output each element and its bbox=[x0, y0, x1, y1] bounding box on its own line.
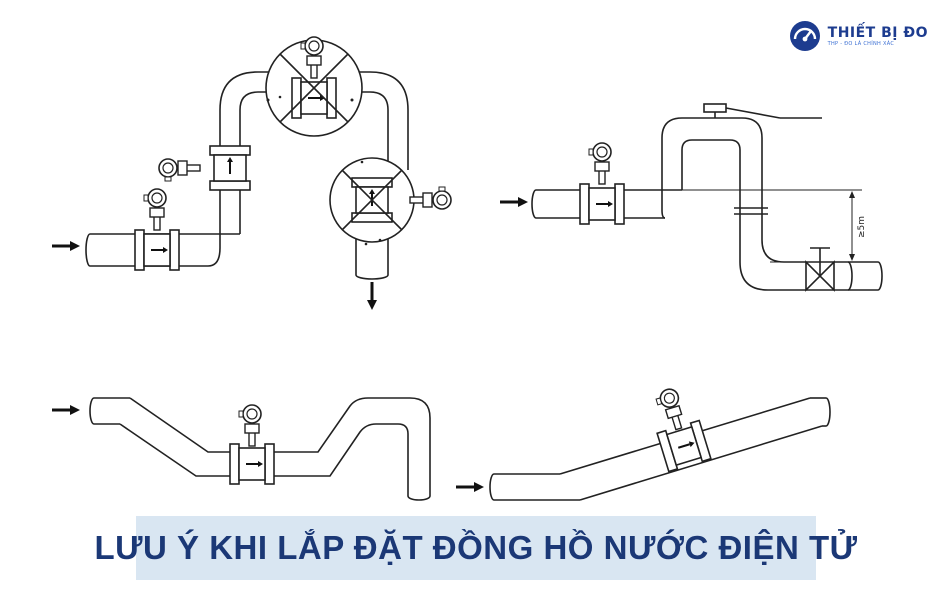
diagram-inclined-fills bbox=[454, 386, 712, 494]
brand-name: THIẾT BỊ ĐO bbox=[827, 24, 928, 41]
brand-tagline: THP - ĐO LÀ CHÍNH XÁC bbox=[827, 40, 895, 47]
brand-logo: THIẾT BỊ ĐO THP - ĐO LÀ CHÍNH XÁC bbox=[788, 14, 928, 58]
diagram-inclined-pipe bbox=[489, 397, 831, 501]
diagram-siphon-valve bbox=[531, 103, 883, 292]
title-banner: LƯU Ý KHI LẮP ĐẶT ĐỒNG HỒ NƯỚC ĐIỆN TỬ bbox=[95, 516, 857, 580]
diagram-u-trap bbox=[89, 397, 431, 501]
page-title: LƯU Ý KHI LẮP ĐẶT ĐỒNG HỒ NƯỚC ĐIỆN TỬ bbox=[94, 529, 858, 566]
diagram-u-trap-fills bbox=[50, 403, 275, 485]
diagram-vertical-loop-fills bbox=[50, 36, 452, 312]
diagram-siphon-fills: ≥5m bbox=[498, 142, 867, 238]
distance-label: ≥5m bbox=[857, 216, 867, 238]
gauge-logo-icon bbox=[789, 21, 820, 51]
